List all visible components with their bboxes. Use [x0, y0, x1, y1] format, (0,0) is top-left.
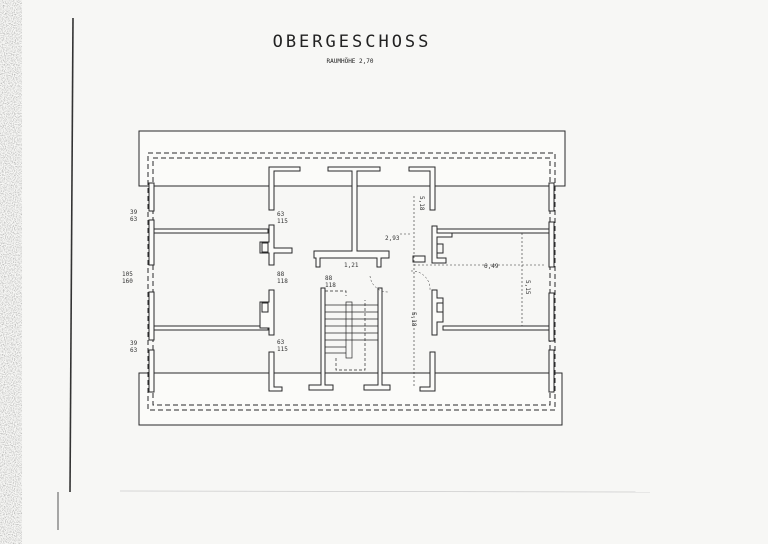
dim-right-height-top: 5,18	[418, 196, 425, 211]
drawing-subtitle: RAUMHÖHE 2,70	[327, 58, 374, 65]
dim-corridor: 1,21	[344, 262, 359, 269]
drawing-title: OBERGESCHOSS	[273, 32, 432, 52]
dim-right-height-bottom: 5,18	[410, 312, 417, 327]
balcony-bottom	[138, 372, 563, 426]
floor-plan	[138, 130, 566, 426]
staircase	[325, 290, 378, 371]
scan-noise	[0, 0, 670, 544]
dim-right-room-depth: 5,15	[524, 280, 531, 295]
dim-landing: 2,93	[385, 235, 400, 242]
roof-outline-dashed	[147, 152, 556, 411]
dim-right-room-width: 6,49	[484, 263, 499, 270]
